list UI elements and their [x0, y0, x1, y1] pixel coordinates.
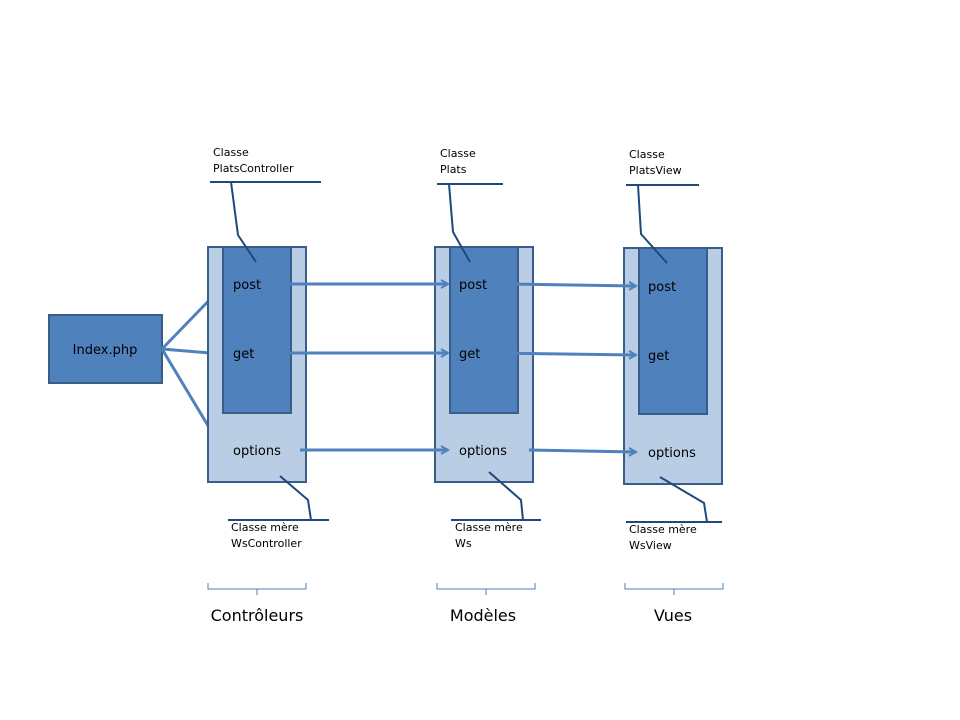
- method-options-label: options: [459, 444, 507, 459]
- parent-callout-leader: [279, 475, 312, 521]
- parent-callout-line2: Ws: [455, 537, 472, 550]
- method-get-label: get: [648, 349, 669, 364]
- column-brace: [436, 583, 536, 595]
- index-php-label: Index.php: [73, 343, 138, 358]
- parent-callout-line2: WsView: [629, 539, 672, 552]
- method-options-label: options: [233, 444, 281, 459]
- parent-callout-line2: WsController: [231, 537, 302, 550]
- index-php-box: [48, 314, 163, 384]
- platscontroller-class-box: [222, 246, 292, 414]
- method-get-label: get: [459, 347, 480, 362]
- class-callout-leader: [448, 183, 471, 263]
- method-post-label: post: [459, 278, 487, 293]
- parent-callout-leader: [488, 471, 524, 521]
- column-caption: Contrôleurs: [211, 606, 304, 625]
- class-callout-line1: Classe: [629, 148, 665, 161]
- plats-class-box: [449, 246, 519, 414]
- method-post-label: post: [233, 278, 261, 293]
- parent-callout-line1: Classe mère: [231, 521, 299, 534]
- controllers-column: post get options Classe PlatsController …: [207, 146, 329, 625]
- column-caption: Vues: [654, 606, 692, 625]
- class-callout-line2: PlatsController: [213, 162, 294, 175]
- method-get-label: get: [233, 347, 254, 362]
- models-column: post get options Classe Plats Classe mèr…: [434, 147, 541, 625]
- views-column: post get options Classe PlatsView Classe…: [623, 148, 724, 625]
- arrow-options-model-to-view: [528, 450, 636, 452]
- method-post-label: post: [648, 280, 676, 295]
- class-callout-line2: Plats: [440, 163, 467, 176]
- column-brace: [624, 583, 724, 595]
- parent-callout-leader: [659, 476, 708, 523]
- column-brace: [207, 583, 307, 595]
- class-callout-line2: PlatsView: [629, 164, 682, 177]
- arrow-get-model-to-view: [491, 353, 636, 355]
- class-callout-leader: [230, 181, 257, 263]
- class-callout-leader: [637, 184, 668, 264]
- parent-callout-line1: Classe mère: [629, 523, 697, 536]
- platsview-class-box: [638, 247, 708, 415]
- method-options-label: options: [648, 446, 696, 461]
- class-callout-line1: Classe: [440, 147, 476, 160]
- class-callout-line1: Classe: [213, 146, 249, 159]
- arrow-post-model-to-view: [503, 284, 636, 286]
- column-caption: Modèles: [450, 606, 516, 625]
- parent-callout-line1: Classe mère: [455, 521, 523, 534]
